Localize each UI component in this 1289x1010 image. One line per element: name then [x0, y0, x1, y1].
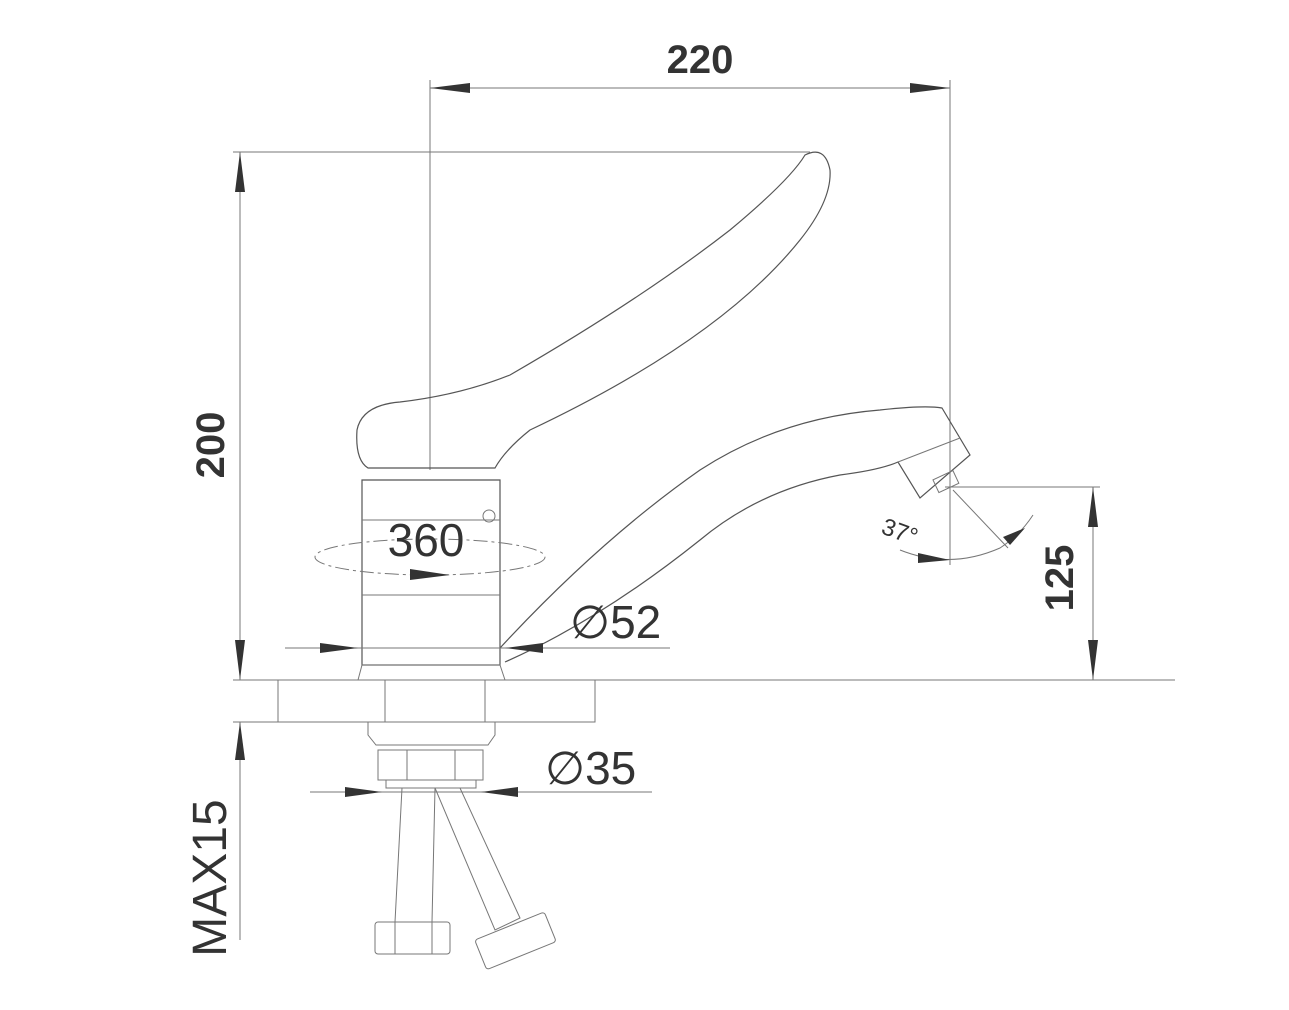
- max-thickness-dimension: MAX15: [184, 722, 245, 957]
- spout-height-label: 125: [1038, 545, 1082, 612]
- shank-diameter-dimension: ∅35: [310, 742, 652, 797]
- body-diameter-label: ∅52: [570, 596, 661, 648]
- height-label: 200: [189, 412, 233, 479]
- countertop: [233, 679, 1175, 723]
- rotation-indicator: 360: [314, 514, 546, 580]
- height-dimension: 200: [189, 151, 810, 680]
- shank-diameter-label: ∅35: [545, 742, 636, 794]
- body-diameter-dimension: ∅52: [285, 596, 670, 653]
- supply-hoses: [374, 787, 556, 970]
- rotation-label: 360: [388, 514, 465, 566]
- lever-handle: [356, 151, 831, 469]
- spout-height-dimension: 125: [945, 486, 1100, 680]
- width-dimension: 220: [429, 38, 951, 485]
- max-thickness-label: MAX15: [184, 799, 237, 956]
- mounting-shank: [367, 722, 496, 789]
- spout: [499, 406, 971, 663]
- aerator-angle-label: 37°: [878, 513, 921, 551]
- hose-nut-left: [374, 921, 451, 955]
- width-label: 220: [667, 38, 734, 82]
- aerator-angle-dimension: 37°: [878, 485, 1034, 565]
